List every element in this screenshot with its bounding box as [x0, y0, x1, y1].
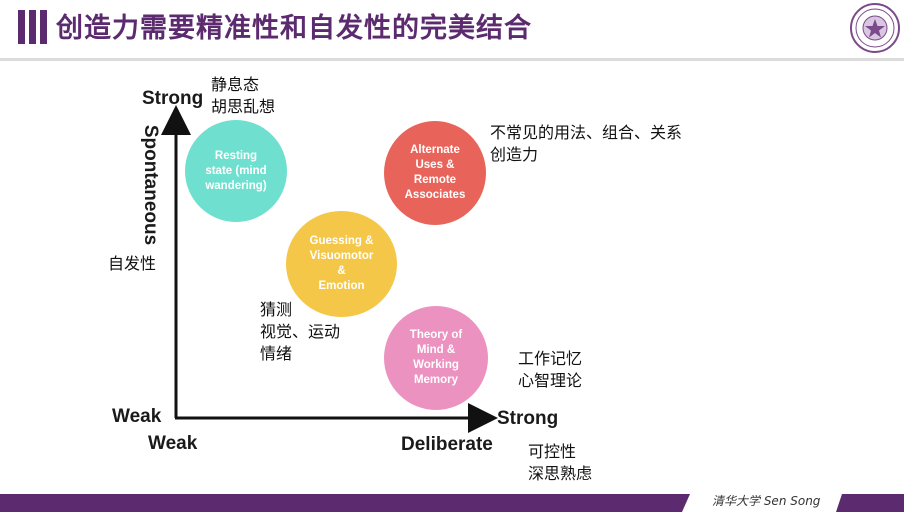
y-axis-title-cn: 自发性: [108, 254, 157, 273]
circle-label-line: Alternate: [410, 144, 460, 156]
x-axis-title-cn: 可控性 深思熟虑: [528, 441, 592, 485]
header-accent-bar: [29, 10, 36, 44]
circle-label-line: Uses &: [415, 159, 455, 171]
circle-guessing: Guessing & Visuomotor & Emotion: [286, 211, 397, 317]
circle-label-line: Mind &: [416, 344, 456, 356]
header-divider: [0, 58, 904, 61]
x-axis-strong-label: Strong: [497, 408, 559, 429]
note-guessing: 猜测 视觉、运动 情绪: [260, 299, 340, 365]
circle-alternate-uses: Alternate Uses & Remote Associates: [384, 121, 486, 225]
circle-label: Resting state (mind wandering): [185, 149, 286, 194]
circle-label-line: Visuomotor &: [309, 250, 374, 277]
circle-resting-state: Resting state (mind wandering): [185, 120, 287, 222]
circle-theory-of-mind: Theory of Mind & Working Memory: [384, 306, 488, 410]
note-line: 情绪: [260, 344, 293, 363]
circle-label-line: Remote: [413, 174, 457, 186]
circle-label: Alternate Uses & Remote Associates: [385, 143, 486, 203]
university-seal-icon: [850, 3, 900, 53]
y-axis-weak-label: Weak: [112, 406, 162, 427]
slide-header: 创造力需要精准性和自发性的完美结合: [0, 0, 904, 58]
header-accent-bar: [18, 10, 25, 44]
note-alternate-uses: 不常见的用法、组合、关系 创造力: [490, 122, 682, 166]
note-line: 胡思乱想: [211, 97, 276, 116]
circle-label-line: Guessing &: [309, 235, 374, 247]
y-axis-strong-label: Strong: [142, 88, 204, 109]
note-resting-state: 静息态 胡思乱想: [211, 74, 275, 118]
slide-title: 创造力需要精准性和自发性的完美结合: [56, 13, 532, 44]
y-axis-title: Spontaneous: [140, 124, 161, 246]
note-line: 视觉、运动: [260, 322, 341, 341]
footer-credit: 清华大学 Sen Song: [712, 494, 821, 508]
x-axis-title-cn-line: 可控性: [528, 442, 577, 461]
note-line: 心智理论: [518, 371, 583, 390]
circle-label-line: Emotion: [318, 280, 365, 292]
note-line: 不常见的用法、组合、关系: [490, 123, 683, 142]
circle-label-line: state (mind: [205, 164, 267, 177]
note-line: 创造力: [490, 145, 539, 164]
x-axis-weak-label: Weak: [148, 433, 198, 454]
note-line: 静息态: [211, 75, 260, 94]
note-theory-of-mind: 工作记忆 心智理论: [518, 348, 582, 392]
circle-label-line: wandering): [205, 179, 267, 192]
circle-label-line: Resting: [214, 149, 258, 162]
circle-label-line: Memory: [413, 374, 459, 386]
note-line: 工作记忆: [518, 349, 583, 368]
circle-label: Theory of Mind & Working Memory: [390, 328, 482, 388]
x-axis-title: Deliberate: [401, 434, 493, 455]
x-axis-title-cn-line: 深思熟虑: [528, 464, 593, 483]
circle-label-line: Working: [413, 359, 459, 371]
note-line: 猜测: [260, 300, 293, 319]
header-accent-bar: [40, 10, 47, 44]
circle-label-line: Theory of: [409, 329, 463, 341]
circle-label-line: Associates: [404, 189, 466, 201]
circle-label: Guessing & Visuomotor & Emotion: [286, 234, 397, 294]
footer-band: [0, 494, 904, 512]
